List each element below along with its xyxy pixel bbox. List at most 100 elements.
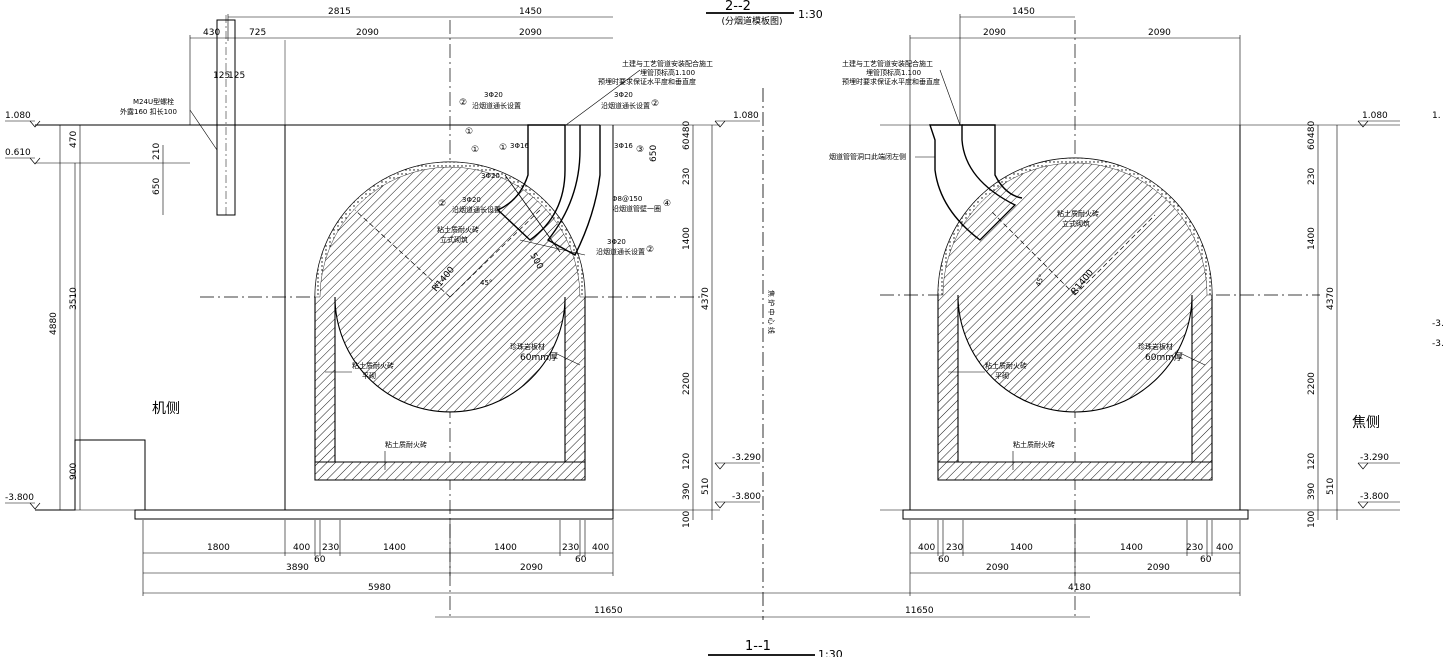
marker-2-a: ② [459, 98, 467, 108]
left-angle-label: 45° [480, 279, 492, 287]
dim-470-left: 470 [69, 131, 79, 148]
dim-1450-left: 1450 [519, 7, 542, 17]
dim-1800: 1800 [207, 543, 230, 553]
clay-brick-flat-left-2: 平砌 [362, 372, 376, 380]
dim-230-d: 230 [1186, 543, 1203, 553]
dim-725: 725 [249, 28, 266, 38]
dim-1450-right: 1450 [1012, 7, 1035, 17]
coop-leader [565, 69, 641, 126]
elev-3290-right: -3.290 [1357, 453, 1400, 470]
rebar-note-e: 沿烟道通长设置 [596, 247, 645, 256]
dim-4180: 4180 [1068, 583, 1091, 593]
dim-2090-brl: 2090 [986, 563, 1009, 573]
dim-390-right: 390 [1307, 483, 1317, 500]
elev-bottom-right-label: -3.800 [1360, 492, 1389, 502]
rebar-note-d: 沿烟道通长设置 [601, 101, 650, 110]
left-flue-rebar-2 [519, 239, 586, 256]
rebar-3d16-b: 3Φ16 [614, 142, 633, 150]
dim-2090-tl: 2090 [356, 28, 379, 38]
clay-brick-vert-right: 粘土质耐火砖 [1057, 209, 1099, 218]
clay-brick-floor-right: 粘土质耐火砖 [1013, 440, 1055, 449]
dim-4370-right: 4370 [1326, 287, 1336, 310]
elev-top-left-label: 1.080 [5, 111, 31, 121]
left-flue-pipe [496, 124, 566, 241]
coop-leader-r [939, 69, 961, 126]
dim-60-b: 60 [575, 555, 587, 565]
dim-510-mid: 510 [701, 478, 711, 495]
dim-400-c: 400 [918, 543, 935, 553]
dim-2090-brr: 2090 [1147, 563, 1170, 573]
dim-100-right: 100 [1307, 511, 1317, 528]
rebar-3d20-a: 3Φ20 [484, 91, 503, 99]
dim-4370-mid: 4370 [701, 287, 711, 310]
dim-1400-a: 1400 [383, 543, 406, 553]
right-floor-lining [937, 461, 1213, 481]
dim-2200-mid: 2200 [682, 372, 692, 395]
dim-510-right: 510 [1326, 478, 1336, 495]
left-bottom-dims [142, 520, 1090, 618]
dim-400-a: 400 [293, 543, 310, 553]
rebar-3d16-a: 3Φ16 [510, 142, 529, 150]
marker-1-c: ① [499, 143, 507, 153]
rebar-note-c: 沿烟道通长设置 [452, 205, 501, 214]
left-floor-lining [314, 461, 586, 481]
dim-11650-right: 11650 [905, 606, 934, 616]
right-flue-pipe [929, 124, 1017, 241]
right-angle-label: 45° [1034, 273, 1046, 287]
marker-4: ④ [663, 199, 671, 209]
dim-430: 430 [203, 28, 220, 38]
dim-1400-right: 1400 [1307, 227, 1317, 250]
left-section: R1400 45° 机侧 M24U型螺栓 外露160 扣长100 土建与工艺管道… [5, 7, 1090, 618]
dim-230-right: 230 [1307, 168, 1317, 185]
clay-brick-flat-right: 粘土质耐火砖 [985, 361, 1027, 370]
coop-note-r1: 土建与工艺管道安装配合施工 [842, 59, 933, 68]
diatomite-right-1: 珍珠岩板材 [1138, 342, 1173, 351]
right-radius-line [1074, 214, 1156, 296]
elev-top-mid: 1.080 [714, 111, 760, 128]
left-arch-insulation [314, 161, 586, 298]
right-flue-pipe-2 [962, 124, 1023, 199]
left-45-line [449, 209, 541, 298]
diatomite-leader-right [1179, 352, 1206, 366]
dim-230-c: 230 [946, 543, 963, 553]
elev-top-left: 1.080 [5, 111, 41, 128]
dim-60-a: 60 [314, 555, 326, 565]
elev-edge-mid2: -3. [1432, 339, 1444, 349]
dim-650-left: 650 [152, 178, 162, 195]
elev-edge-top: 1. [1432, 111, 1441, 121]
marker-2-c: ② [651, 99, 659, 109]
dim-2200-right: 2200 [1307, 372, 1317, 395]
clay-brick-floor-left: 粘土质耐火砖 [385, 440, 427, 449]
dim-3510: 3510 [69, 287, 79, 310]
bolt-note-2: 外露160 扣长100 [120, 107, 177, 116]
elev-bottom-left: -3.800 [5, 493, 41, 510]
dim-2090-tr: 2090 [519, 28, 542, 38]
dim-480-right: 480 [1307, 121, 1317, 138]
right-vert-dims [1317, 125, 1338, 520]
right-section: R1400 45° 焦侧 土建与工艺管道安装配合施工 埋管顶标高1.100 预埋… [763, 7, 1444, 596]
dim-2090-rtr: 2090 [1148, 28, 1171, 38]
dim-900: 900 [69, 463, 79, 480]
left-flue-rebar-1 [504, 174, 561, 253]
elev-bottom-mid-label: -3.800 [732, 492, 761, 502]
elev-bottom-right: -3.800 [1357, 492, 1400, 509]
coop-note-1: 土建与工艺管道安装配合施工 [622, 59, 713, 68]
dim-1400-b: 1400 [494, 543, 517, 553]
left-flue-pipe-inner [546, 125, 601, 256]
elev-top-right-label: 1.080 [1362, 111, 1388, 121]
diatomite-left-1: 珍珠岩板材 [510, 342, 545, 351]
dim-2815: 2815 [328, 7, 351, 17]
dim-230-mid: 230 [682, 168, 692, 185]
rebar-note-a: 沿烟道通长设置 [472, 101, 521, 110]
clay-brick-flat-right-2: 平砌 [995, 372, 1009, 380]
diatomite-left-2: 60mm厚 [520, 352, 558, 363]
section1-code: 1--1 [745, 639, 771, 654]
dim-390-mid: 390 [682, 483, 692, 500]
dim-60-mid: 60 [682, 138, 692, 150]
machine-side-label: 机侧 [152, 401, 180, 417]
coke-side-label: 焦侧 [1352, 415, 1380, 431]
left-top-dims [189, 14, 613, 125]
bolt-leader [189, 109, 218, 151]
mid-vert-dims [692, 125, 713, 520]
dim-4880: 4880 [49, 312, 59, 335]
